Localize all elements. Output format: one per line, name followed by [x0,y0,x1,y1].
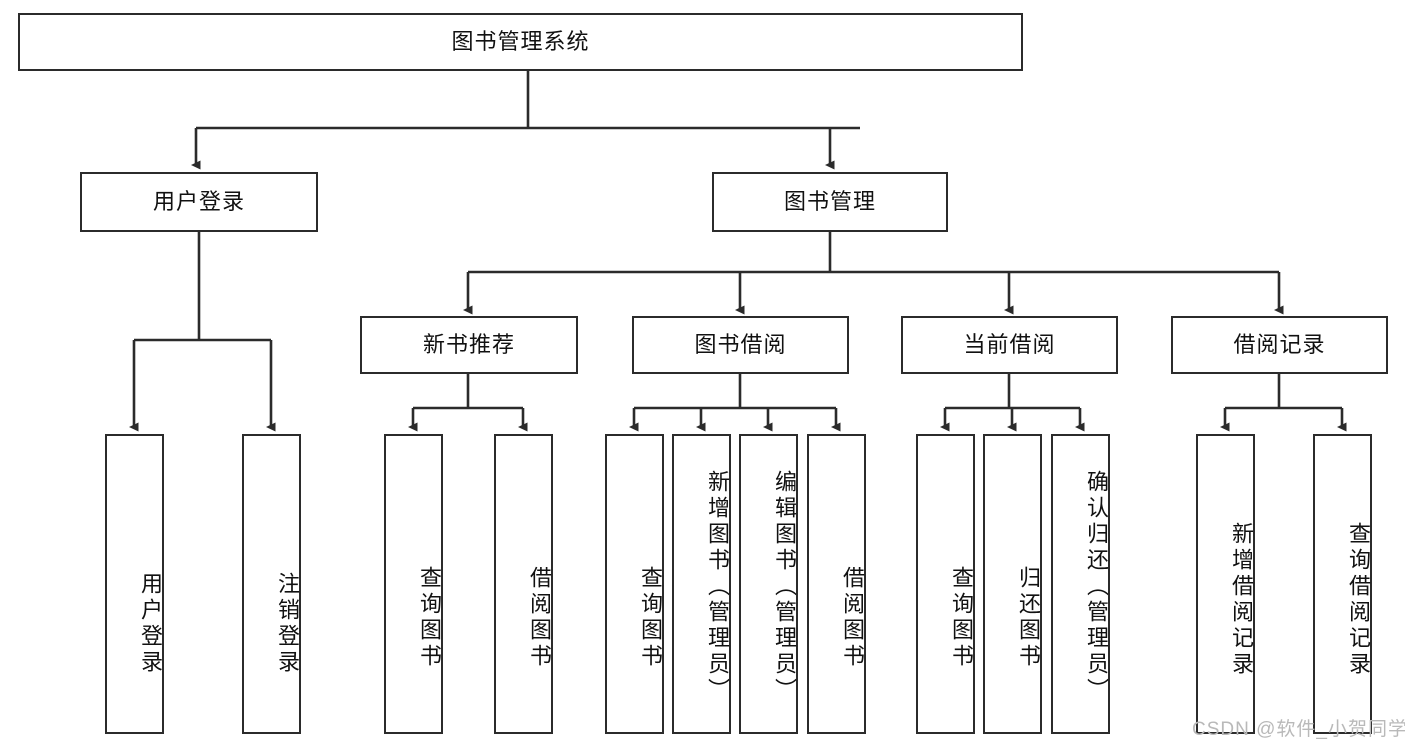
leaf-borrow-record-2-label: 查询借阅记录 [1346,522,1371,678]
node-book-management-label: 图书管理 [783,188,876,214]
leaf-book-borrow-2-label: 新增图书（管理员） [705,470,730,704]
leaf-book-borrow-3[interactable]: 编辑图书（管理员） [739,434,798,734]
leaf-new-book-recommend-1[interactable]: 查询图书 [384,434,443,734]
node-root-book-management-system[interactable]: 图书管理系统 [18,13,1023,71]
node-borrow-record[interactable]: 借阅记录 [1171,316,1388,374]
leaf-current-borrow-2[interactable]: 归还图书 [983,434,1042,734]
node-book-borrow[interactable]: 图书借阅 [632,316,849,374]
leaf-current-borrow-2-label: 归还图书 [1016,566,1041,670]
leaf-user-login-1-label: 用户登录 [138,572,163,676]
leaf-borrow-record-2[interactable]: 查询借阅记录 [1313,434,1372,734]
leaf-user-login-2-label: 注销登录 [275,572,300,676]
leaf-current-borrow-1-label: 查询图书 [949,566,974,670]
csdn-watermark: CSDN @软件_小贺同学 [1192,719,1405,740]
leaf-new-book-recommend-2[interactable]: 借阅图书 [494,434,553,734]
leaf-current-borrow-3[interactable]: 确认归还（管理员） [1051,434,1110,734]
leaf-user-login-2[interactable]: 注销登录 [242,434,301,734]
node-new-book-recommend-label: 新书推荐 [422,331,515,357]
leaf-borrow-record-1-label: 新增借阅记录 [1229,522,1254,678]
node-borrow-record-label: 借阅记录 [1233,331,1326,357]
node-user-login[interactable]: 用户登录 [80,172,318,232]
leaf-current-borrow-3-label: 确认归还（管理员） [1084,470,1109,704]
leaf-book-borrow-3-label: 编辑图书（管理员） [772,470,797,704]
leaf-borrow-record-1[interactable]: 新增借阅记录 [1196,434,1255,734]
leaf-book-borrow-4-label: 借阅图书 [840,566,865,670]
leaf-book-borrow-1-label: 查询图书 [638,566,663,670]
leaf-new-book-recommend-2-label: 借阅图书 [527,566,552,670]
leaf-book-borrow-4[interactable]: 借阅图书 [807,434,866,734]
leaf-book-borrow-2[interactable]: 新增图书（管理员） [672,434,731,734]
leaf-user-login-1[interactable]: 用户登录 [105,434,164,734]
leaf-book-borrow-1[interactable]: 查询图书 [605,434,664,734]
leaf-new-book-recommend-1-label: 查询图书 [417,566,442,670]
node-current-borrow-label: 当前借阅 [963,331,1056,357]
leaf-current-borrow-1[interactable]: 查询图书 [916,434,975,734]
node-book-management[interactable]: 图书管理 [712,172,948,232]
node-new-book-recommend[interactable]: 新书推荐 [360,316,578,374]
node-user-login-label: 用户登录 [152,188,245,214]
node-root-label: 图书管理系统 [451,28,590,54]
node-current-borrow[interactable]: 当前借阅 [901,316,1118,374]
node-book-borrow-label: 图书借阅 [694,331,787,357]
